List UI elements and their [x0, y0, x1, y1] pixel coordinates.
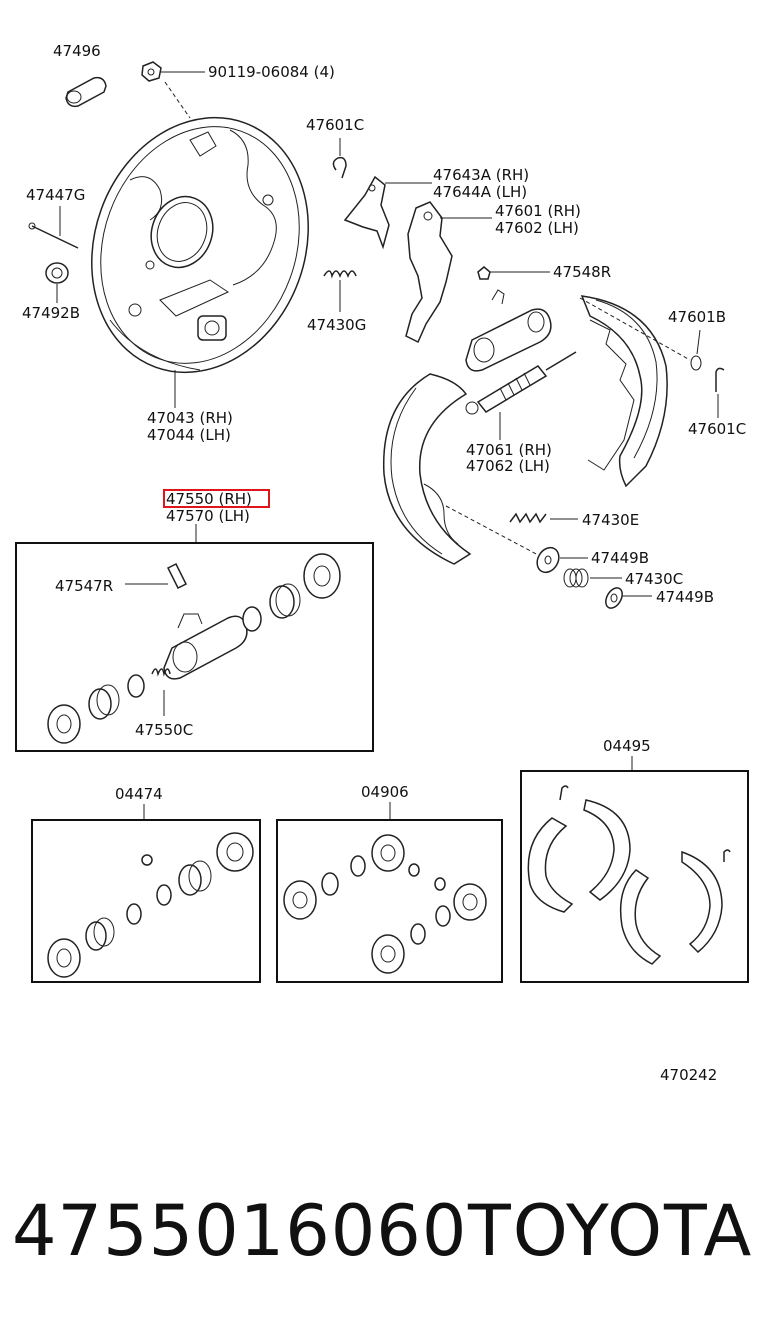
pin-47447g[interactable] [28, 222, 79, 249]
washer-47449b-a[interactable] [533, 544, 563, 577]
label-47643a: 47643A (RH) [433, 166, 529, 184]
kit-04906-box [276, 819, 503, 983]
label-47449b-b: 47449B [656, 588, 714, 606]
wheel-cylinder-exploded[interactable] [47, 553, 341, 744]
label-47602: 47602 (LH) [495, 219, 579, 237]
brake-shoe-left[interactable] [382, 373, 472, 565]
label-47550c: 47550C [135, 721, 193, 739]
footer-part-number: 4755016060 [12, 1190, 468, 1272]
label-47430g: 47430G [307, 316, 366, 334]
label-47044: 47044 (LH) [147, 426, 231, 444]
label-47570: 47570 (LH) [166, 507, 250, 525]
footer-brand: TOYOTA [468, 1190, 754, 1272]
label-04906: 04906 [361, 783, 409, 801]
ring-47601b[interactable] [690, 355, 702, 371]
label-47447g: 47447G [26, 186, 85, 204]
spring-47430g[interactable] [323, 270, 357, 279]
strut-47601[interactable] [405, 201, 453, 344]
label-47644a: 47644A (LH) [433, 183, 527, 201]
shoe-kit-box [520, 770, 749, 983]
bolt-90119[interactable] [141, 61, 162, 82]
clip-47601c-right[interactable] [715, 367, 725, 392]
kit-04474-box [31, 819, 261, 983]
label-47496: 47496 [53, 42, 101, 60]
washer-47449b-b[interactable] [602, 585, 625, 611]
label-47061: 47061 (RH) [466, 441, 552, 459]
label-04474: 04474 [115, 785, 163, 803]
label-47430e: 47430E [582, 511, 639, 529]
label-04495: 04495 [603, 737, 651, 755]
label-47601c-right: 47601C [688, 420, 746, 438]
label-47550[interactable]: 47550 (RH) [166, 490, 252, 508]
label-47548r: 47548R [553, 263, 611, 281]
label-47043: 47043 (RH) [147, 409, 233, 427]
label-90119: 90119-06084 (4) [208, 63, 335, 81]
diagram-reference: 470242 [660, 1066, 717, 1084]
cap-47548r[interactable] [477, 266, 491, 280]
spring-47430c[interactable] [563, 568, 589, 588]
clip-47601c-top[interactable] [332, 156, 347, 179]
shoe-kit-04495[interactable] [527, 785, 731, 965]
highlight-box [163, 489, 270, 508]
label-47547r: 47547R [55, 577, 113, 595]
label-47601b: 47601B [668, 308, 726, 326]
adjuster-47061[interactable] [465, 351, 577, 415]
kit-04906[interactable] [283, 834, 487, 974]
wheel-cylinder-upper[interactable] [465, 289, 552, 372]
plug-47496[interactable] [65, 76, 107, 108]
kit-04474[interactable] [47, 832, 254, 978]
label-47449b-a: 47449B [591, 549, 649, 567]
label-47601: 47601 (RH) [495, 202, 581, 220]
brake-shoe-right[interactable] [580, 295, 668, 488]
brake-parts-diagram: 47496 90119-06084 (4) 47447G 47492B 4704… [15, 42, 749, 1084]
label-47492b: 47492B [22, 304, 80, 322]
cup-47492b[interactable] [45, 262, 69, 284]
spring-47430e[interactable] [509, 512, 547, 524]
backing-plate[interactable] [57, 87, 343, 403]
wheel-cylinder-box [15, 542, 374, 752]
lever-47643a[interactable] [343, 175, 390, 250]
label-47062: 47062 (LH) [466, 457, 550, 475]
label-47601c-top: 47601C [306, 116, 364, 134]
label-47430c: 47430C [625, 570, 683, 588]
